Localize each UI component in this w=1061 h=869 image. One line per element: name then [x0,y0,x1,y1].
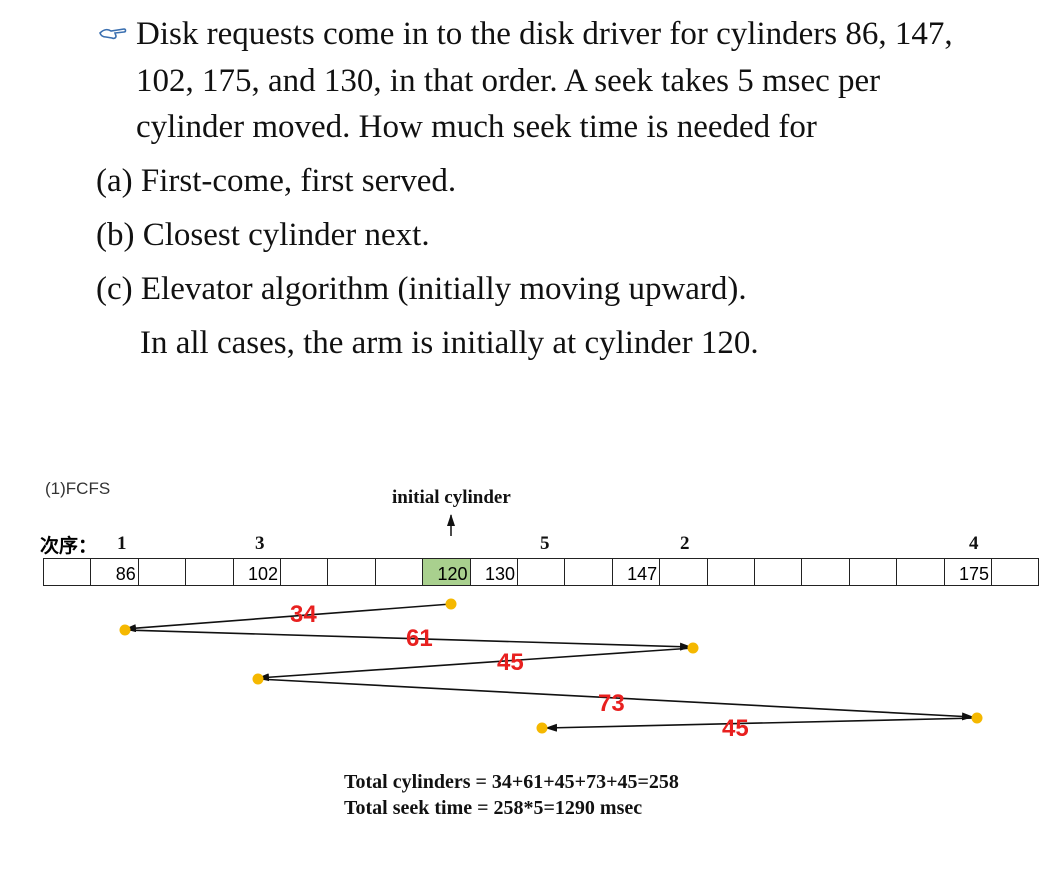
option-c: (c) Elevator algorithm (initially moving… [96,271,747,307]
point-147 [687,642,699,654]
point-120 [445,598,457,610]
distance-label-4: 73 [598,690,625,717]
cylinder-value: 147 [627,564,658,584]
distance-label-5: 45 [722,715,749,742]
seek-arrow-5 [545,717,978,732]
seek-arrow-3 [257,647,694,682]
distance-label-2: 61 [406,625,433,652]
cylinder-value: 86 [115,564,136,584]
seek-arrow-1 [124,603,452,633]
order-number-86: 1 [117,533,127,554]
point-102 [252,673,264,685]
cylinder-value: 120 [437,564,468,584]
order-label: 次序： [40,535,98,557]
option-b: (b) Closest cylinder next. [96,217,430,253]
point-175 [971,712,983,724]
point-130 [536,722,548,734]
order-number-175: 4 [969,533,979,554]
question-line-2: 102, 175, and 130, in that order. A seek… [136,63,881,99]
seek-arrow-4 [257,678,974,721]
distance-label-3: 45 [497,649,524,676]
cylinder-value: 102 [247,564,278,584]
question-line-3: cylinder moved. How much seek time is ne… [136,109,817,145]
initial-cylinder-label: initial cylinder [392,487,511,508]
initial-note: In all cases, the arm is initially at cy… [140,325,759,361]
point-86 [119,624,131,636]
order-number-147: 2 [680,533,690,554]
cylinder-value: 175 [958,564,989,584]
question-line-1: Disk requests come in to the disk driver… [136,16,953,52]
option-a: (a) First-come, first served. [96,163,457,199]
total-seek-time: Total seek time = 258*5=1290 msec [344,797,643,819]
cylinder-cell-empty [991,558,1040,586]
order-number-130: 5 [540,533,550,554]
total-cylinders: Total cylinders = 34+61+45+73+45=258 [344,771,679,793]
distance-label-1: 34 [290,601,317,628]
pointing-hand-icon [99,28,127,40]
cylinder-value: 130 [484,564,515,584]
cylinder-cell-120: 120 [422,558,471,586]
order-number-102: 3 [255,533,265,554]
seek-arrow-2 [124,629,692,651]
fcfs-section-label: (1)FCFS [45,479,111,498]
